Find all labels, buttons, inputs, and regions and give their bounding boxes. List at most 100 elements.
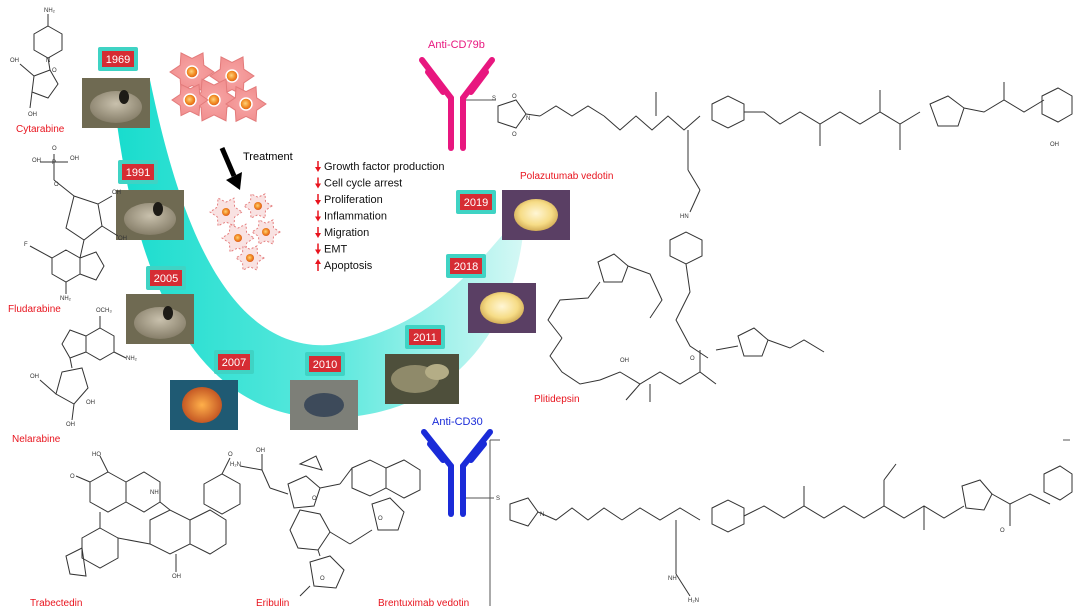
antibody-linkers [466,99,1070,606]
atom-flu-oh2: OH [70,156,79,162]
year-label: 2010 [313,359,337,371]
year-entry: 1969 [82,47,150,128]
atom-bre-h2n: H₂N [688,598,699,604]
atom-pli-o: O [690,356,695,362]
drug-brentuximab: Brentuximab vedotin [378,598,469,608]
brentuximab-structure [509,463,1073,597]
treated-cell [235,245,265,271]
cytarabine-structure [19,14,63,109]
year-box [150,270,182,286]
atom-tra-ho: HO [92,452,101,458]
atom-bre-n: N [540,512,544,518]
year-entry: 2007 [170,350,254,430]
drug-names: Cytarabine Fludarabine Nelarabine Trabec… [8,124,613,609]
treatment-arrow [219,147,242,190]
atom-flu-p: P [52,160,56,166]
treated-cell [251,219,281,245]
year-label: 2005 [154,273,178,285]
drug-trabectedin: Trabectedin [30,598,82,608]
atom-eri-o3: O [320,576,325,582]
effect-item: Growth factor production [315,161,444,173]
treated-cell [221,223,255,253]
atom-cyt-nh2: NH₂ [44,8,56,14]
treated-cell [209,197,243,227]
year-label: 2019 [464,197,488,209]
effect-item: Apoptosis [315,259,373,272]
atom-flu-oh4: OH [118,236,127,242]
atom-tra-o2: O [228,452,233,458]
effect-item: Proliferation [315,194,383,206]
effect-item: Cell cycle arrest [315,177,402,190]
year-photos: 1969 1991 2005 2007 2010 2011 2018 2019 [82,47,570,430]
atom-pol-oh: OH [1050,142,1059,148]
year-label: 2018 [454,261,478,273]
atom-tra-nh: NH [150,490,159,496]
organism-photo [502,190,570,240]
atom-pli-oh: OH [620,358,629,364]
nelarabine-structure [39,316,127,421]
atom-cyt-oh2: OH [28,112,37,118]
anti-cd30-antibody [421,429,493,517]
drug-fludarabine: Fludarabine [8,304,61,315]
treated-cell [243,193,273,219]
effect-label: Growth factor production [324,161,444,173]
atom-flu-nh2: NH₂ [60,296,72,302]
year-box [409,329,441,345]
cancer-cells [169,52,267,123]
effect-label: Inflammation [324,211,387,223]
effect-label: Cell cycle arrest [324,178,402,190]
atom-pol-o2: O [512,132,517,138]
trabectedin-structure [65,455,241,577]
effect-label: EMT [324,244,348,256]
anti-cd79b-antibody [419,57,495,151]
up-arrow-icon [315,259,321,264]
effect-item: Migration [315,227,369,239]
atom-nel-oh3: OH [66,422,75,428]
anti-cd30-label: Anti-CD30 [432,416,483,428]
atom-cyt-oh1: OH [10,58,19,64]
atom-flu-o2: O [54,182,59,188]
treated-cells [209,193,281,271]
effect-item: Inflammation [315,210,387,223]
atom-bre-o: O [1000,528,1005,534]
drug-cytarabine: Cytarabine [16,124,65,135]
effect-label: Migration [324,227,369,239]
polatuzumab-structure [497,82,1073,213]
atom-pol-s: S [492,96,496,102]
atom-labels: NH₂ N OH O OH P OH OH O O OH OH F NH₂ OC… [10,8,1059,604]
year-box [102,51,134,67]
cancer-cell [171,83,209,117]
atom-cyt-o: O [52,68,57,74]
effect-item: EMT [315,243,348,256]
year-entry: 2005 [126,266,194,344]
atom-flu-o1: O [52,146,57,152]
year-label: 2011 [413,332,437,344]
atom-cyt-n: N [46,58,50,64]
year-box [450,258,482,274]
atom-tra-o1: O [70,474,75,480]
year-box [309,356,341,372]
year-entry: 2011 [385,325,459,404]
year-label: 1969 [106,54,130,66]
plitidepsin-structure [547,231,825,402]
year-box [122,164,154,180]
drug-polatuzumab: Polazutumab vedotin [520,171,613,182]
atom-eri-o1: O [312,496,317,502]
year-box [460,194,492,210]
atom-eri-oh: OH [256,448,265,454]
down-arrow-icon [315,249,321,255]
atom-eri-o2: O [378,516,383,522]
organism-photo [82,78,150,128]
down-arrow-icon [315,216,321,222]
year-entry: 1991 [116,160,184,240]
structures [19,14,1073,597]
organism-photo [126,294,194,344]
year-entry: 2018 [446,254,536,333]
atom-pol-hn: HN [680,214,689,220]
treatment-label: Treatment [243,151,293,163]
organism-photo [290,380,358,430]
atom-pol-o1: O [512,94,517,100]
